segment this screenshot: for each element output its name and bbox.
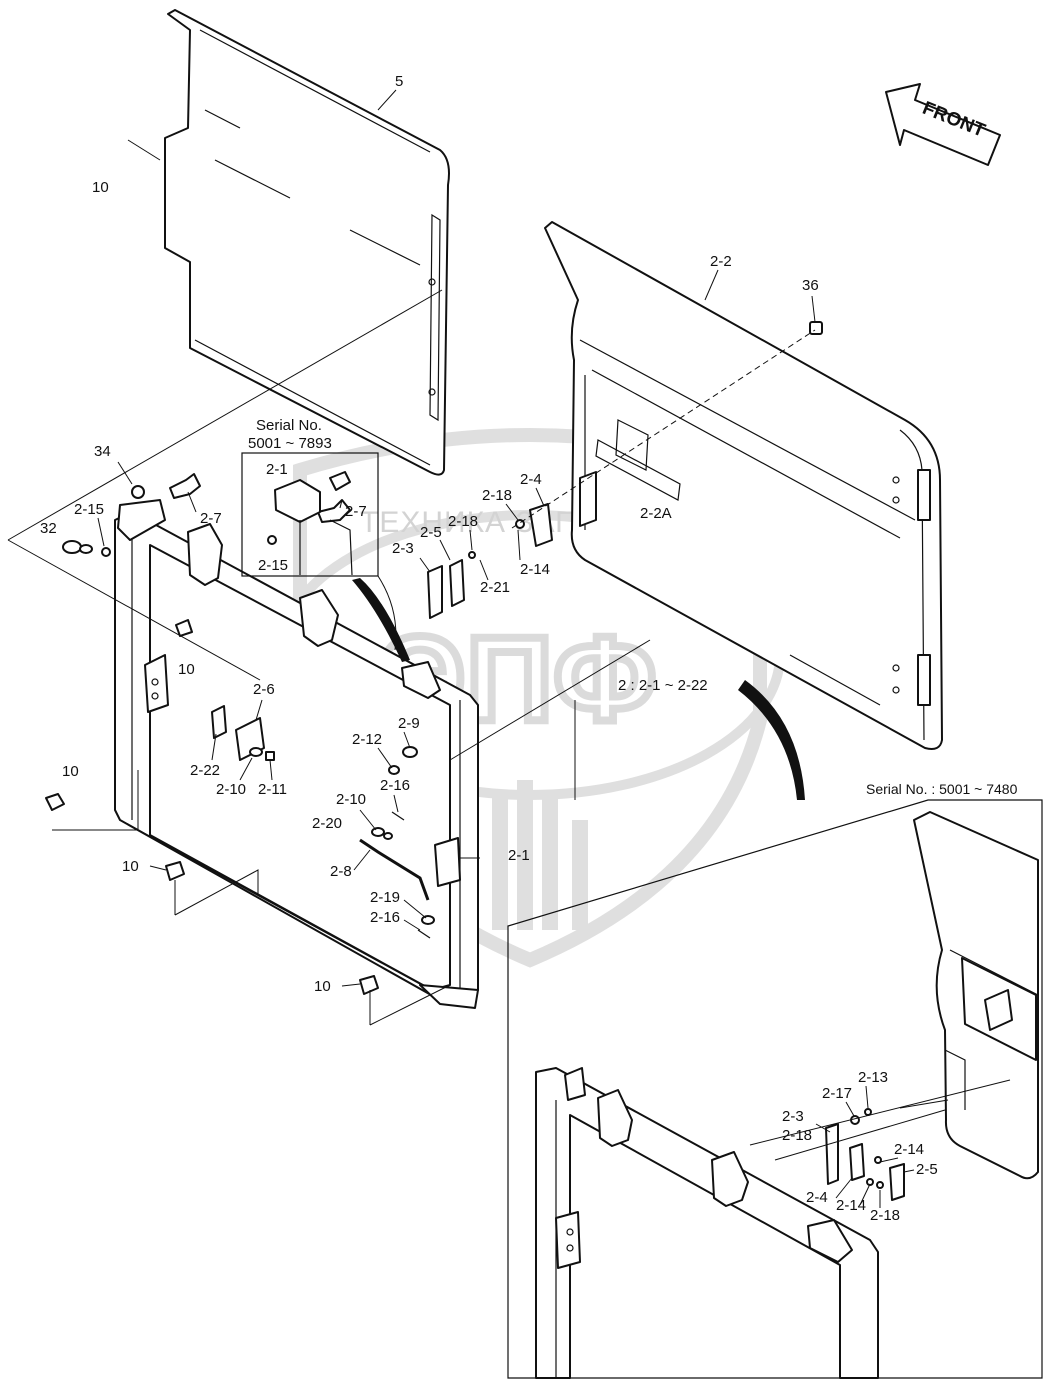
callout-2-12: 2-12 [352, 731, 382, 748]
callout-2-18: 2-18 [870, 1207, 900, 1224]
callout-2-14: 2-14 [836, 1197, 866, 1214]
callout-2-7: 2-7 [345, 503, 367, 520]
callout-10: 10 [314, 978, 331, 995]
callout-2-14: 2-14 [894, 1141, 924, 1158]
brackets-center [427, 471, 597, 619]
callout-2-18: 2-18 [448, 513, 478, 530]
callout-2-8: 2-8 [330, 863, 352, 880]
serial-label-b: Serial No. : 5001 ~ 7480 [866, 781, 1018, 797]
callout-2-15: 2-15 [258, 557, 288, 574]
callout-10: 10 [62, 763, 79, 780]
callout-2-7: 2-7 [200, 510, 222, 527]
callout-2-3: 2-3 [392, 540, 414, 557]
callout-10: 10 [122, 858, 139, 875]
callout-2-16: 2-16 [380, 777, 410, 794]
callout-2-18: 2-18 [782, 1127, 812, 1144]
dashed-axis [511, 329, 816, 529]
callout-2-21: 2-21 [480, 579, 510, 596]
callout-2-1: 2-1 [266, 461, 288, 478]
callout-36: 36 [802, 277, 819, 294]
callout-2-10: 2-10 [336, 791, 366, 808]
serial-label-a-line2: 5001 ~ 7893 [248, 435, 332, 452]
bolt-36 [809, 321, 823, 335]
callout-2-19: 2-19 [370, 889, 400, 906]
callout-2-9: 2-9 [398, 715, 420, 732]
callout-2-3: 2-3 [782, 1108, 804, 1125]
callout-arrow-large [738, 680, 805, 800]
callout-2-2A: 2-2A [640, 505, 672, 522]
front-direction-arrow: FRONT [885, 83, 1001, 166]
callout-5: 5 [395, 73, 403, 90]
callout-2-4: 2-4 [806, 1189, 828, 1206]
frame-assembly [114, 499, 479, 1009]
callout-2-13: 2-13 [858, 1069, 888, 1086]
callout-2-22: 2-22 [190, 762, 220, 779]
construction-lines [7, 139, 651, 1026]
callout-10: 10 [92, 179, 109, 196]
callout-labels: 5 10 2-2 36 34 2-15 32 2-7 2-1 2-7 2-15 … [40, 73, 938, 1224]
door-panel-2-2 [544, 221, 943, 750]
hardware-top-left [45, 473, 379, 995]
callout-2-15: 2-15 [74, 501, 104, 518]
range-note: 2 : 2-1 ~ 2-22 [618, 677, 708, 694]
callout-2-17: 2-17 [822, 1085, 852, 1102]
inset-serial-a [241, 452, 410, 662]
callout-2-14: 2-14 [520, 561, 550, 578]
watermark-wheat [492, 780, 588, 930]
callout-2-4: 2-4 [520, 471, 542, 488]
inset-serial-b [507, 799, 1043, 1379]
callout-2-5: 2-5 [916, 1161, 938, 1178]
callout-2-20: 2-20 [312, 815, 342, 832]
callout-2-1: 2-1 [508, 847, 530, 864]
cover-panel-5 [164, 9, 450, 476]
callout-2-6: 2-6 [253, 681, 275, 698]
callout-2-5: 2-5 [420, 524, 442, 541]
callout-2-11: 2-11 [258, 781, 287, 798]
label-leaders [97, 89, 915, 1208]
bracket-2-6 [211, 705, 275, 761]
callout-2-16: 2-16 [370, 909, 400, 926]
callout-34: 34 [94, 443, 111, 460]
serial-label-a-line1: Serial No. [256, 417, 322, 434]
callout-32: 32 [40, 520, 57, 537]
callout-2-2: 2-2 [710, 253, 732, 270]
rod-2-8 [359, 746, 435, 939]
callout-10: 10 [178, 661, 195, 678]
callout-2-18: 2-18 [482, 487, 512, 504]
callout-2-10: 2-10 [216, 781, 246, 798]
